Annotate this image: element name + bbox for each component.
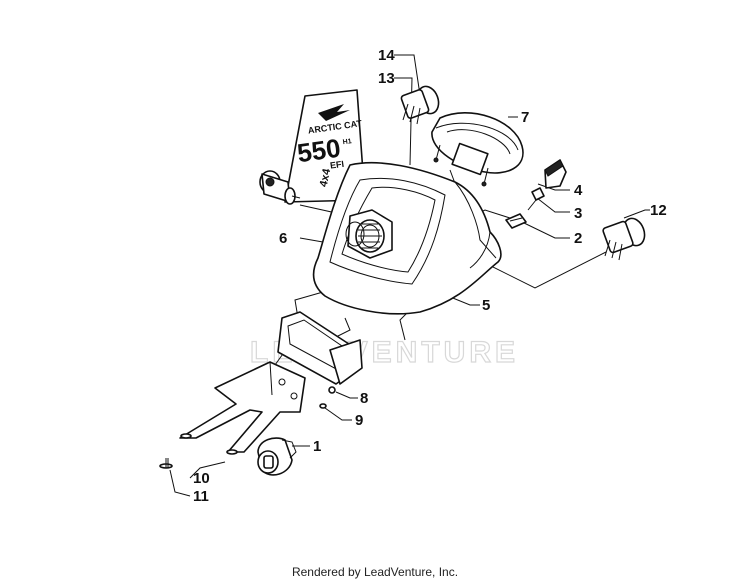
callout-10: 10 bbox=[193, 470, 210, 487]
decal-model: 550 bbox=[295, 133, 342, 169]
switch-part-4 bbox=[544, 159, 567, 189]
callout-8: 8 bbox=[360, 390, 368, 407]
callout-labels: 14 13 7 4 3 12 2 6 5 8 9 1 10 11 bbox=[193, 47, 667, 505]
callout-4: 4 bbox=[574, 182, 583, 199]
rivet-part-11 bbox=[159, 458, 173, 469]
washer-part-9 bbox=[319, 403, 327, 409]
arctic-cat-logo-icon bbox=[318, 104, 350, 121]
clip-part-2 bbox=[505, 213, 527, 229]
callout-7: 7 bbox=[521, 109, 529, 126]
callout-14: 14 bbox=[378, 47, 395, 64]
lower-bezel bbox=[277, 311, 363, 385]
callout-11: 11 bbox=[193, 488, 209, 505]
callout-3: 3 bbox=[574, 205, 582, 222]
switch-part-14 bbox=[400, 85, 440, 125]
decal-suffix2: EFI bbox=[329, 159, 344, 171]
barrel-switch bbox=[259, 170, 301, 205]
screw-part-8 bbox=[328, 386, 336, 394]
bracket-part-10 bbox=[179, 361, 306, 455]
decal-drive: 4x4 bbox=[318, 167, 334, 188]
housing-part-5 bbox=[312, 161, 502, 315]
decal-suffix1: H1 bbox=[342, 138, 352, 146]
callout-6: 6 bbox=[279, 230, 287, 247]
callout-5: 5 bbox=[482, 297, 490, 314]
bushing-part-6 bbox=[345, 209, 393, 259]
ignition-part-1 bbox=[257, 437, 297, 476]
gauge-part-7 bbox=[431, 112, 524, 187]
switch-part-12 bbox=[602, 217, 646, 261]
callout-1: 1 bbox=[313, 438, 321, 455]
credit-text: Rendered by LeadVenture, Inc. bbox=[291, 565, 459, 579]
callout-12: 12 bbox=[650, 202, 667, 219]
leader-lines bbox=[169, 54, 650, 497]
callout-2: 2 bbox=[574, 230, 582, 247]
key-part-3 bbox=[527, 187, 545, 211]
callout-13: 13 bbox=[378, 70, 395, 87]
callout-9: 9 bbox=[355, 412, 363, 429]
